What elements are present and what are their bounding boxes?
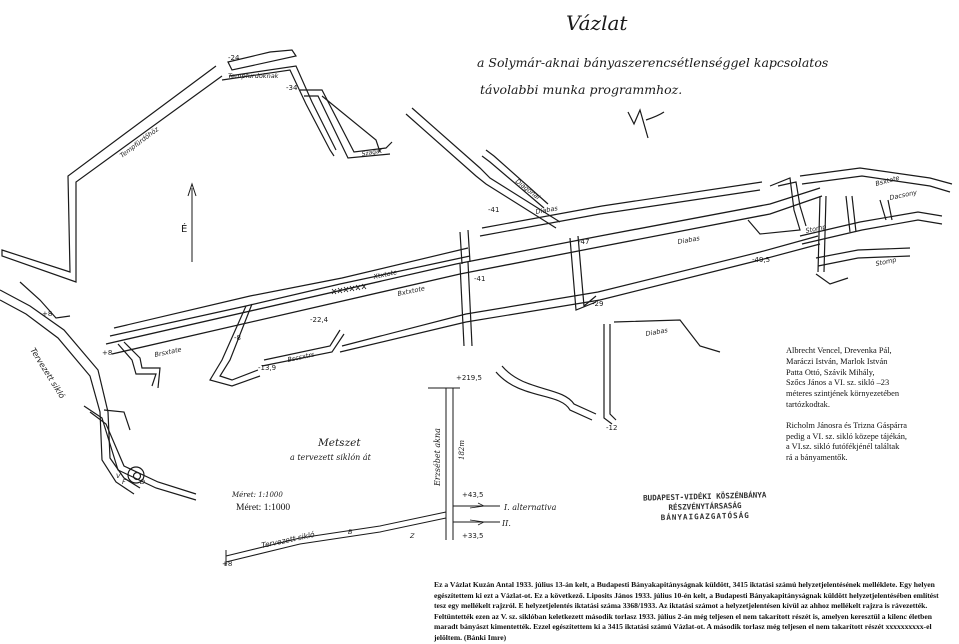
elev-minus13: -13,9 (258, 364, 276, 372)
section-mark-v: V (116, 472, 121, 480)
label-erzsebet-akna: Erzsébet akna (433, 428, 442, 487)
elev-plus8a: +8 (102, 349, 112, 357)
elev-minus22: -22,4 (310, 316, 329, 324)
label-vagat-mid: Diabas (535, 204, 559, 216)
victims-note-line: tartózkodtak. (786, 399, 830, 409)
label-vagat-east-2: Diabas (645, 326, 669, 338)
elev-minus41a: -41 (488, 206, 499, 214)
victims-note-line: Maráczi István, Marlok István (786, 356, 888, 366)
victims-note: Albrecht Vencel, Drevenka Pál, Maráczi I… (786, 346, 946, 464)
elev-minus41b: -41 (474, 275, 485, 283)
victims-note-line: Patta Ottó, Szávik Mihály, (786, 367, 875, 377)
elev-plus8c: +8 (222, 560, 232, 568)
label-vagat-east-1: Diabas (677, 234, 701, 246)
tunnel-network (0, 49, 953, 501)
elev-plus8b: +8 (42, 310, 52, 318)
company-stamp: BUDAPEST-VIDÉKI KÖSZÉNBÁNYA RÉSZVÉNYTÁRS… (640, 490, 771, 523)
elev-plus219: +219,5 (456, 374, 482, 382)
elevation-labels: -24 -34 -41 -47 -41 -29 -22,4 -8 -13,9 +… (42, 54, 770, 568)
caption-note: Ez a Vázlat Kuzán Antal 1933. július 13-… (434, 580, 939, 642)
victims-note-line: Albrecht Vencel, Drevenka Pál, (786, 346, 892, 355)
sketch-title: Vázlat (566, 11, 628, 35)
metszet-subtitle: a tervezett siklón át (290, 453, 372, 462)
label-vagat-south-1: Brsxtate (154, 345, 183, 359)
signature-mark (627, 108, 665, 139)
label-tempfurdoknak: Tempfurdoknak (228, 72, 279, 80)
elev-minus34: -34 (286, 84, 298, 92)
scale-handwritten: Méret: 1:1000 (231, 491, 283, 499)
elev-minus8: -8 (234, 334, 241, 342)
label-stomp-1: Stomp (805, 223, 827, 235)
section-mark-f: F (122, 478, 126, 486)
elev-minus47: -47 (578, 238, 589, 246)
section-mark-b: B (348, 528, 353, 536)
victims-note-line: pedig a VI. sz. sikló közepe tájékán, (786, 431, 908, 441)
elev-minus24: -24 (228, 54, 240, 62)
scale-label: Méret: 1:1000 (236, 503, 291, 513)
elev-plus43: +43,5 (462, 491, 483, 499)
label-depth: 182m (458, 440, 466, 460)
svg-text:É: É (181, 222, 187, 235)
elev-minus49: -49,5 (752, 256, 770, 264)
label-tervezett-siklo-left: Tervezett sikló (28, 346, 67, 400)
section-markers: B Z F V D (116, 472, 415, 540)
elev-minus29: -29 (592, 300, 603, 308)
victims-note-line: méteres szintjének környezetében (786, 389, 900, 399)
sketch-subtitle-line2: távolabbi munka programmhoz. (480, 82, 682, 97)
label-vagat-north: Diagonal (514, 177, 542, 201)
metszet-title: Metszet (317, 437, 361, 449)
label-vagat-main-2: Bxtxtote (397, 284, 426, 298)
section-mark-d: D (140, 478, 145, 486)
north-arrow-icon: É (181, 182, 197, 262)
section-mark-z: Z (409, 532, 415, 540)
sketch-subtitle-line1: a Solymár-aknai bányaszerencsétlenséggel… (477, 55, 828, 70)
label-alt-2: II. (501, 519, 511, 528)
victims-note-line: rá a bányamentők. (786, 453, 848, 463)
victims-note-line: Szőcs János a VI. sz. sikló –23 (786, 378, 890, 388)
elev-plus33: +33,5 (462, 532, 483, 540)
victims-note-line: a VI.sz. sikló futófékjénél találtak (786, 442, 900, 452)
label-vagat-far-east: Dacsony (889, 188, 918, 202)
label-vagat-right: Bsxtote (874, 174, 900, 188)
label-vagat-nw: Szagat (361, 147, 383, 158)
label-vagat-south-2: Bscsxtrs (287, 350, 316, 364)
label-alt-1: I. alternativa (503, 503, 557, 512)
label-tempfurdokhoz-vagat: Tempfürdőhöz (118, 124, 161, 159)
section-profile (225, 387, 500, 566)
blockage-marker (331, 283, 367, 295)
victims-note-line: Richolm Jánosra és Trizna Gáspárra (786, 420, 907, 430)
elev-minus12: -12 (606, 424, 617, 432)
